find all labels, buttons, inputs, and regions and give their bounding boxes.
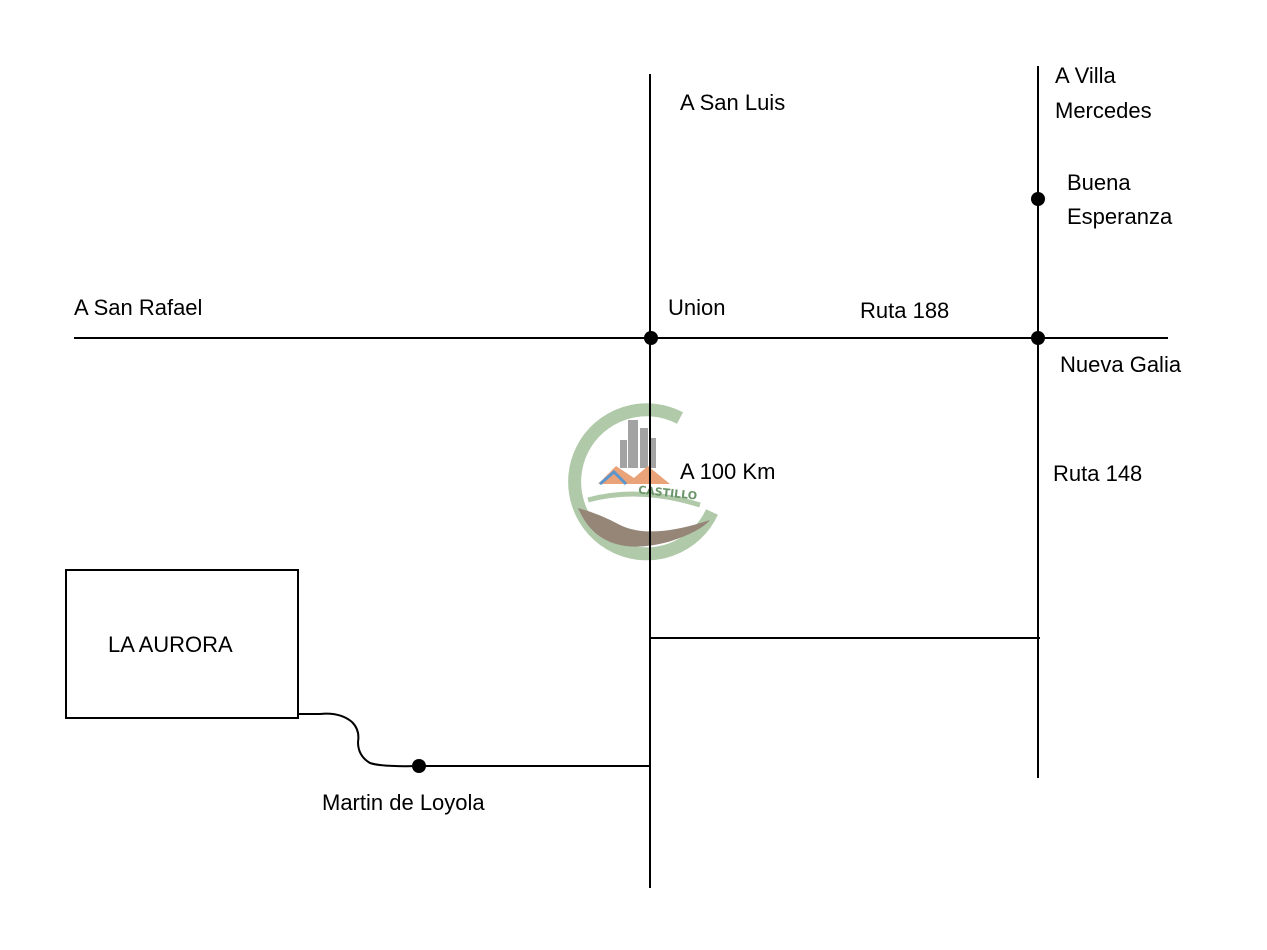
watermark-swoosh	[578, 508, 710, 547]
house-roof-blue-icon	[599, 469, 628, 486]
label-san-luis: A San Luis	[680, 90, 785, 115]
label-ruta-188: Ruta 188	[860, 298, 949, 323]
road-winding-la-aurora	[298, 712, 420, 768]
label-nueva-galia: Nueva Galia	[1060, 352, 1182, 377]
town-dots	[412, 192, 1045, 773]
building-icon	[620, 420, 656, 468]
house-roof-icon	[598, 466, 670, 484]
roads	[74, 66, 1168, 888]
label-villa-mercedes-line2: Mercedes	[1055, 98, 1152, 123]
label-martin-de-loyola: Martin de Loyola	[322, 790, 485, 815]
label-union: Union	[668, 295, 725, 320]
watermark-swoosh-light	[587, 491, 701, 508]
label-ruta-148: Ruta 148	[1053, 461, 1142, 486]
watermark-text: CASTILLO	[638, 483, 698, 502]
union-dot	[644, 331, 658, 345]
map-labels: A San Luis A Villa Mercedes Buena Espera…	[74, 63, 1182, 815]
watermark-ring	[568, 403, 718, 561]
label-la-aurora: LA AURORA	[108, 632, 233, 657]
label-san-rafael: A San Rafael	[74, 295, 202, 320]
castillo-watermark-logo: CASTILLO	[568, 403, 718, 561]
label-buena-esperanza-line2: Esperanza	[1067, 204, 1173, 229]
label-villa-mercedes-line1: A Villa	[1055, 63, 1117, 88]
nueva-galia-dot	[1031, 331, 1045, 345]
martin-de-loyola-dot	[412, 759, 426, 773]
buena-esperanza-dot	[1031, 192, 1045, 206]
label-distance: A 100 Km	[680, 459, 775, 484]
la-aurora-box	[65, 569, 299, 719]
label-buena-esperanza-line1: Buena	[1067, 170, 1131, 195]
